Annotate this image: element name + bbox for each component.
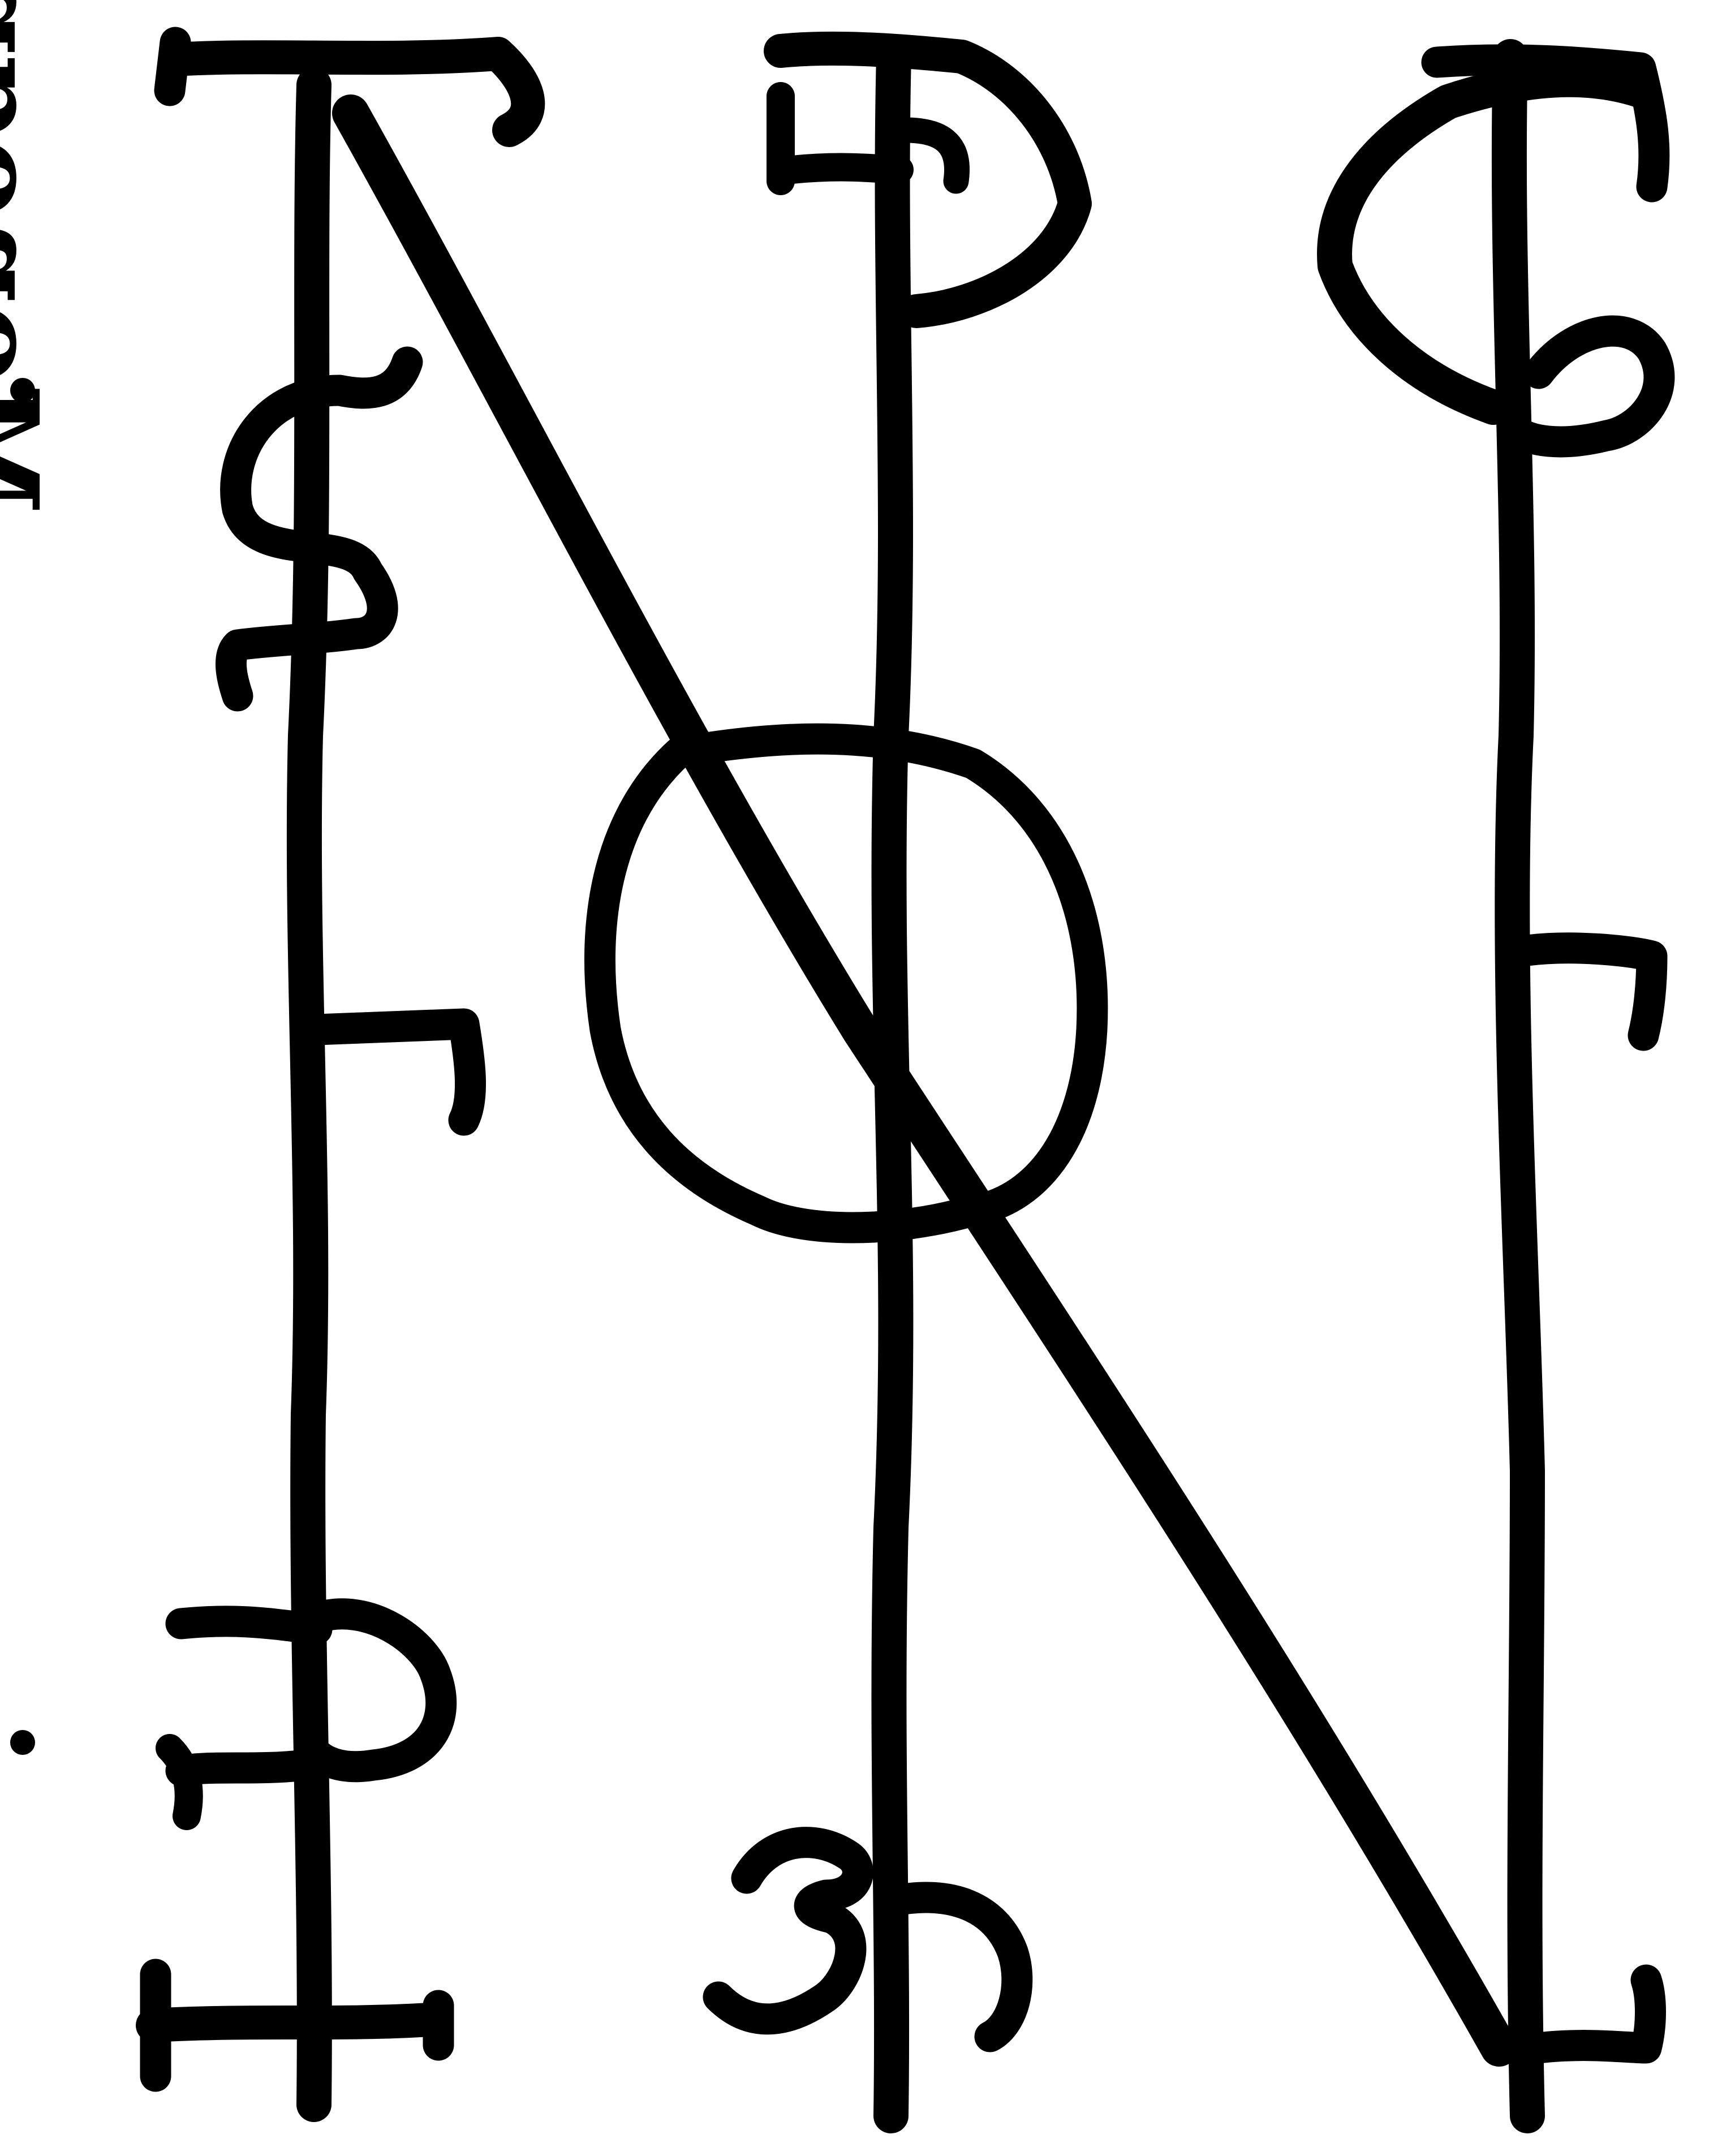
bottom-right-crossbar [1539,1980,1651,2048]
right-stroke-group [1334,57,1659,2116]
middle-stroke-group [600,49,1092,2116]
bottom-middle-flourish [718,1843,858,2019]
top-right-loop [1516,331,1659,442]
top-left-tick [170,42,175,91]
mid-left-crossbar [317,1024,471,1120]
bottom-left-crossbar [153,2020,430,2025]
top-right-c-ornament [1334,80,1641,407]
bottom-middle-hook [894,1897,1017,2037]
right-vertical-stroke [1509,57,1527,2116]
n-diagonal-stroke [351,113,1499,2048]
mid-right-crossbar [1527,948,1652,1035]
caption-text: Monogramma. [0,0,54,515]
p-loop-ornament [317,1614,441,1767]
caption-dot-bottom [10,1730,35,1755]
